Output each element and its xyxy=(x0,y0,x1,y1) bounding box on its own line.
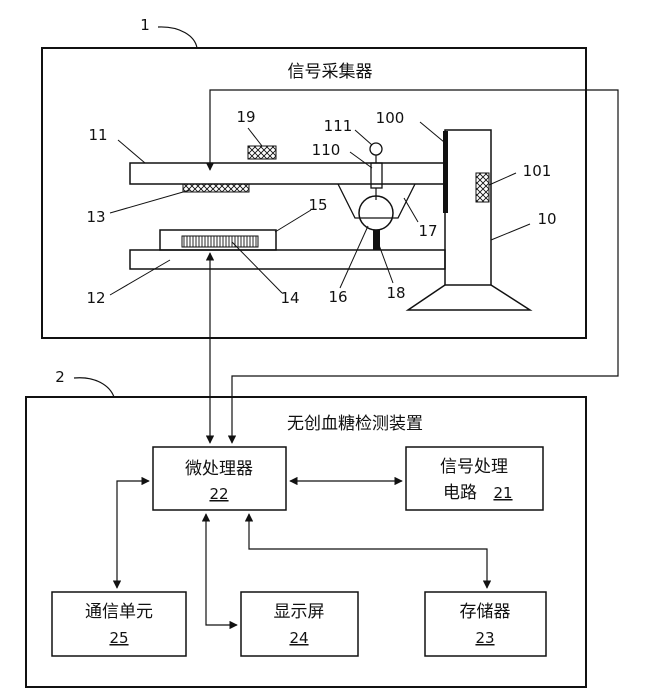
ref-1-label: 1 xyxy=(140,16,150,34)
part-15: 15 xyxy=(308,196,327,214)
knob-111 xyxy=(369,142,383,156)
leader-13 xyxy=(109,189,191,214)
device-title: 无创血糖检测装置 xyxy=(287,414,423,434)
glucose-device: 无创血糖检测装置 2 微处理器 22 信号处理 电路 21 通信单元 25 显示… xyxy=(25,252,587,688)
mcu-comm-link xyxy=(112,476,150,589)
lower-plate xyxy=(129,249,446,270)
display-num: 24 xyxy=(289,629,308,647)
element-101 xyxy=(475,172,490,203)
part-111: 111 xyxy=(324,117,353,135)
leader-11 xyxy=(117,139,146,164)
part-16: 16 xyxy=(328,288,347,306)
ref-2-label: 2 xyxy=(55,368,65,386)
element-19 xyxy=(247,145,277,160)
box-microprocessor xyxy=(152,446,287,511)
signal-circuit-name1: 信号处理 xyxy=(440,457,508,477)
box-storage xyxy=(424,591,547,657)
comm-unit-num: 25 xyxy=(109,629,128,647)
leader-10 xyxy=(490,223,531,241)
box-signal-circuit xyxy=(405,446,544,511)
storage-name: 存储器 xyxy=(460,602,511,622)
microprocessor-num: 22 xyxy=(209,485,228,503)
ref-2-leader xyxy=(73,377,115,398)
part-17: 17 xyxy=(418,222,437,240)
leader-101 xyxy=(488,172,517,186)
leader-18 xyxy=(378,244,394,284)
ref-1-leader xyxy=(157,26,198,49)
collector-title: 信号采集器 xyxy=(288,62,373,82)
leader-100 xyxy=(419,121,445,143)
part-100: 100 xyxy=(376,109,405,127)
wire-to-device xyxy=(205,89,619,444)
part-19: 19 xyxy=(236,108,255,126)
part-101: 101 xyxy=(523,162,552,180)
ball-16 xyxy=(358,195,394,231)
part-110: 110 xyxy=(312,141,341,159)
part-12: 12 xyxy=(86,289,105,307)
leader-16 xyxy=(339,225,369,289)
storage-num: 23 xyxy=(475,629,494,647)
box-display xyxy=(240,591,359,657)
leader-15 xyxy=(274,209,312,233)
bottom-sensor xyxy=(181,235,259,248)
part-14: 14 xyxy=(280,289,299,307)
leader-111 xyxy=(354,129,373,146)
mcu-storage-link xyxy=(244,513,492,589)
part-10: 10 xyxy=(537,210,556,228)
comm-unit-name: 通信单元 xyxy=(85,602,153,622)
leader-14 xyxy=(231,241,283,294)
probe-18 xyxy=(373,230,380,250)
leader-110 xyxy=(349,151,373,169)
leader-12 xyxy=(109,259,171,296)
device-frame xyxy=(25,396,587,688)
upper-arm xyxy=(129,162,446,185)
part-13: 13 xyxy=(86,208,105,226)
support-base xyxy=(405,284,533,311)
dark-strip-100 xyxy=(443,131,448,213)
mcu-display-link xyxy=(201,513,238,630)
leader-19 xyxy=(247,127,263,147)
part-18: 18 xyxy=(386,284,405,302)
box-comm-unit xyxy=(51,591,187,657)
collector-frame xyxy=(41,47,587,339)
support-column xyxy=(444,129,492,286)
holder-17 xyxy=(337,183,416,219)
display-name: 显示屏 xyxy=(274,602,325,622)
signal-circuit-name2: 电路 xyxy=(443,483,477,503)
signal-circuit-num: 21 xyxy=(493,484,512,502)
leader-17 xyxy=(403,197,419,223)
signal-collector: 信号采集器 1 xyxy=(41,16,619,444)
top-sensor xyxy=(182,183,250,193)
microprocessor-name: 微处理器 xyxy=(185,459,253,479)
part-11: 11 xyxy=(88,126,107,144)
